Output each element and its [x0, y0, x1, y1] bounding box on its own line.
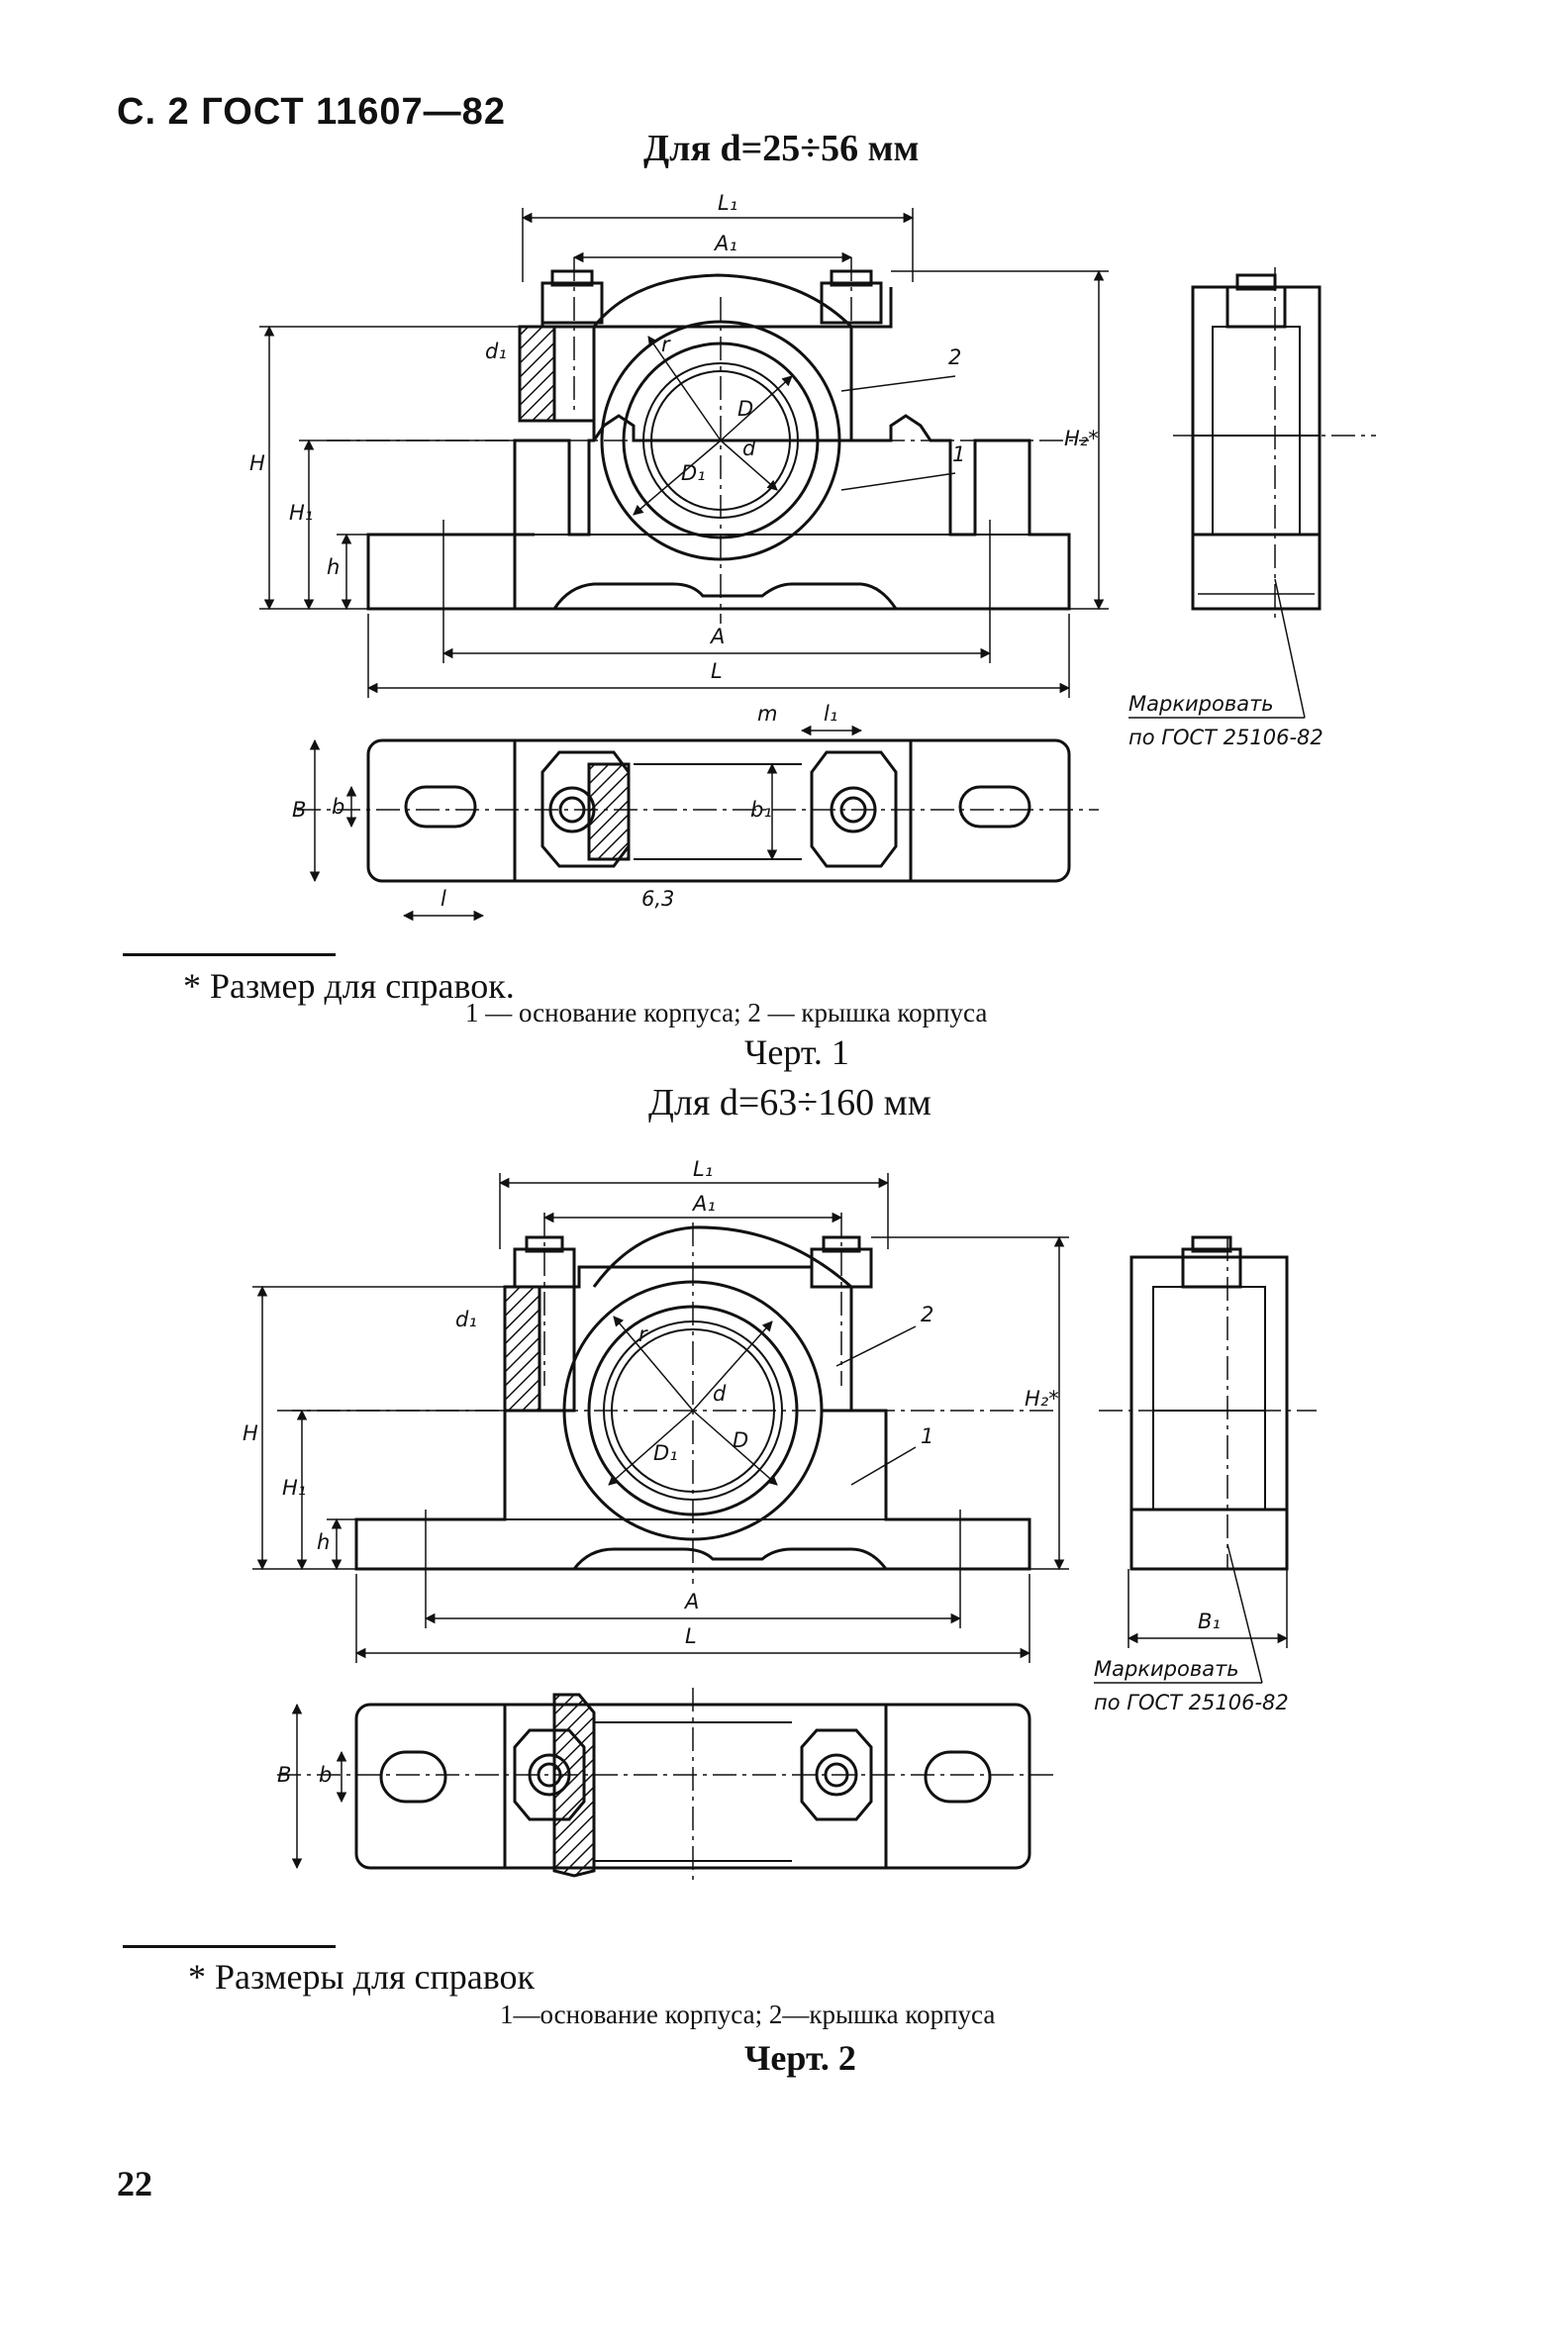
fig1-label-l1: l₁ [824, 702, 837, 726]
fig2-label-D1: D₁ [653, 1441, 678, 1465]
figure1-front-view [366, 269, 1071, 611]
figure2-dimensions [252, 1173, 1289, 1663]
fig1-label-A: A [709, 625, 725, 648]
fig2-label-part2: 2 [921, 1303, 933, 1326]
fig2-mark-line1: Маркировать [1094, 1657, 1239, 1681]
fig2-label-L1: L₁ [693, 1157, 713, 1181]
fig1-label-D: D [737, 397, 753, 421]
fig2-label-A: A [683, 1590, 699, 1613]
fig2-label-D: D [733, 1428, 748, 1452]
fig2-label-H1: H₁ [282, 1476, 306, 1500]
figure2-plan-dims [277, 1688, 1059, 1881]
fig2-label-B1: B₁ [1198, 1610, 1221, 1633]
fig2-label-d1: d₁ [455, 1308, 477, 1331]
fig1-label-H1: H₁ [289, 501, 313, 525]
fig1-label-m: m [757, 702, 777, 726]
fig1-label-H: H [249, 451, 265, 475]
fig1-label-L1: L₁ [718, 191, 737, 215]
fig2-label-H2: H₂* [1025, 1387, 1059, 1411]
fig1-label-l: l [441, 887, 446, 911]
fig2-label-B: B [277, 1763, 291, 1787]
fig1-label-B: B [292, 798, 306, 822]
page-number: 22 [117, 2164, 152, 2203]
figure2-side-view [1129, 1235, 1289, 1571]
fig2-mark-line2: по ГОСТ 25106-82 [1094, 1691, 1289, 1714]
page-header: С. 2 ГОСТ 11607—82 [117, 91, 506, 133]
fig2-label-part1: 1 [921, 1424, 933, 1448]
footnote-rule-2 [123, 1945, 336, 1948]
fig2-label-H: H [243, 1421, 258, 1445]
fig1-label-part1: 1 [952, 442, 965, 466]
fig1-label-D1: D₁ [681, 461, 706, 485]
figure2-legend: 1—основание корпуса; 2—крышка корпуса [500, 2000, 996, 2029]
fig1-label-d: d [742, 437, 756, 460]
fig1-label-b1: b₁ [750, 798, 772, 822]
figure1-labels: L₁ A₁ d₁ r D d D₁ H H₁ h H₂* A L B b b₁ … [249, 191, 1323, 911]
fig1-label-r: r [661, 333, 671, 356]
fig2-label-L: L [685, 1624, 697, 1648]
figure2-footnote: * Размеры для справок [188, 1957, 535, 1997]
fig2-label-d: d [713, 1382, 727, 1406]
figure1-caption: Для d=25÷56 мм [643, 128, 920, 169]
fig1-label-L: L [711, 659, 723, 683]
figure2-label: Черт. 2 [744, 2038, 856, 2078]
figure2-caption: Для d=63÷160 мм [648, 1082, 931, 1124]
figure1-side-view [1191, 273, 1322, 611]
fig1-label-d1: d₁ [485, 340, 507, 363]
fig2-label-h: h [317, 1530, 330, 1554]
fig1-label-part2: 2 [948, 345, 961, 369]
fig1-label-A1: A₁ [713, 232, 737, 255]
figure1-legend: 1 — основание корпуса; 2 — крышка корпус… [465, 998, 988, 1027]
figure1-plan-dims [297, 725, 1099, 922]
fig1-label-h: h [327, 555, 340, 579]
fig2-label-b: b [319, 1763, 332, 1787]
fig1-mark-line2: по ГОСТ 25106-82 [1128, 726, 1323, 749]
figure1-dimensions [259, 208, 1109, 698]
figure2-marking-leader [1094, 1543, 1263, 1684]
figure1-label: Черт. 1 [744, 1032, 849, 1072]
fig1-label-roughness: 6,3 [641, 887, 674, 911]
fig2-label-r: r [638, 1322, 648, 1346]
fig1-label-b: b [332, 795, 344, 819]
figure1-footnote: * Размер для справок. [183, 966, 515, 1006]
fig2-label-A1: A₁ [691, 1192, 716, 1216]
figure2-labels: L₁ A₁ d₁ r d D D₁ H H₁ h H₂* A L B b B₁ … [243, 1157, 1289, 1787]
fig1-mark-line1: Маркировать [1128, 692, 1274, 716]
figure1-marking-leader [1128, 578, 1306, 719]
footnote-rule-1 [123, 953, 336, 956]
figure1-plan-view [366, 738, 1071, 883]
fig1-label-H2: H₂* [1064, 427, 1099, 450]
